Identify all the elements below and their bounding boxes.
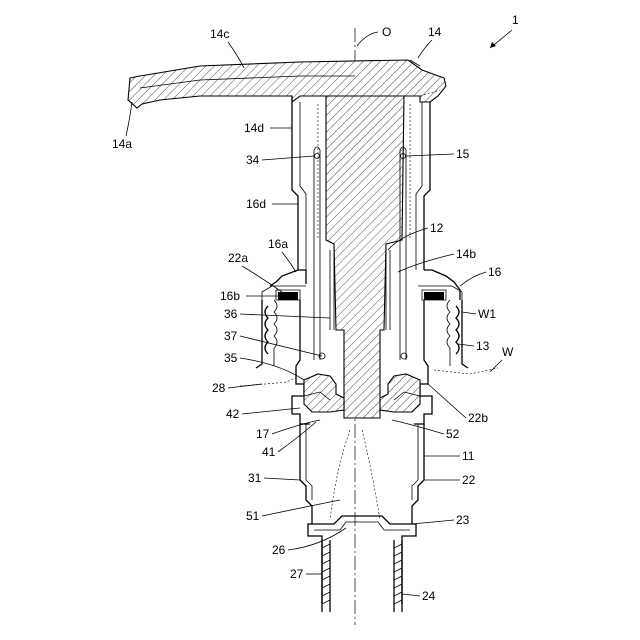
piston-left: [304, 374, 344, 412]
label-41: 41: [262, 445, 276, 459]
label-14c: 14c: [210, 27, 229, 41]
label-27: 27: [290, 567, 304, 581]
axis-label: O: [382, 25, 391, 39]
label-16: 16: [488, 265, 502, 279]
skirt-16d-left-inner: [300, 102, 306, 270]
label-52: 52: [446, 427, 460, 441]
label-31: 31: [248, 471, 262, 485]
bottle-neck-left: [274, 300, 277, 366]
skirt-16d-right-inner: [416, 102, 422, 270]
stem-14b: [326, 96, 404, 418]
label-16a: 16a: [268, 237, 288, 251]
skirt-14d-right: [424, 102, 430, 270]
label-14b: 14b: [456, 247, 476, 261]
label-24: 24: [422, 589, 436, 603]
figure-number: 1: [512, 13, 519, 27]
label-22a: 22a: [228, 251, 248, 265]
label-W: W: [502, 345, 514, 359]
thread-left: [256, 300, 268, 368]
label-14a: 14a: [112, 137, 132, 151]
label-14: 14: [428, 25, 442, 39]
dip-tube-24: [322, 540, 402, 612]
label-23: 23: [456, 513, 470, 527]
label-13: 13: [476, 339, 490, 353]
thread-right: [456, 300, 468, 368]
label-12: 12: [430, 221, 444, 235]
cylinder-inner: [306, 424, 418, 500]
bottle-neck-right: [447, 300, 450, 366]
label-26: 26: [272, 543, 286, 557]
cylinder-22: [300, 424, 424, 604]
label-51: 51: [246, 509, 260, 523]
label-42: 42: [226, 407, 240, 421]
label-22: 22: [462, 473, 476, 487]
guide-wall-right: [386, 244, 390, 330]
valve-plate: [314, 522, 410, 530]
label-16b: 16b: [220, 289, 240, 303]
skirt-14d-left: [292, 96, 298, 270]
guide-wall-left: [330, 244, 334, 330]
bottle-shoulder-left: [240, 378, 296, 386]
gasket-right: [424, 292, 444, 300]
axis-leader: [357, 32, 378, 46]
spring-left: [314, 147, 320, 360]
gasket-left: [278, 292, 298, 300]
spring-top-left: [315, 154, 320, 159]
dip-tube-stripes: [322, 544, 402, 604]
label-35: 35: [224, 351, 238, 365]
piston-right: [380, 374, 420, 412]
label-37: 37: [224, 329, 238, 343]
label-15: 15: [456, 147, 470, 161]
bottle-shoulder-right: [434, 368, 498, 374]
label-11: 11: [462, 449, 475, 463]
label-16d: 16d: [246, 197, 266, 211]
label-36: 36: [224, 307, 238, 321]
label-14d: 14d: [244, 121, 264, 135]
label-17: 17: [256, 427, 270, 441]
label-W1: W1: [478, 307, 496, 321]
label-22b: 22b: [468, 411, 488, 425]
valve-seat-23: [312, 516, 412, 524]
label-34: 34: [246, 153, 260, 167]
label-28: 28: [212, 381, 226, 395]
